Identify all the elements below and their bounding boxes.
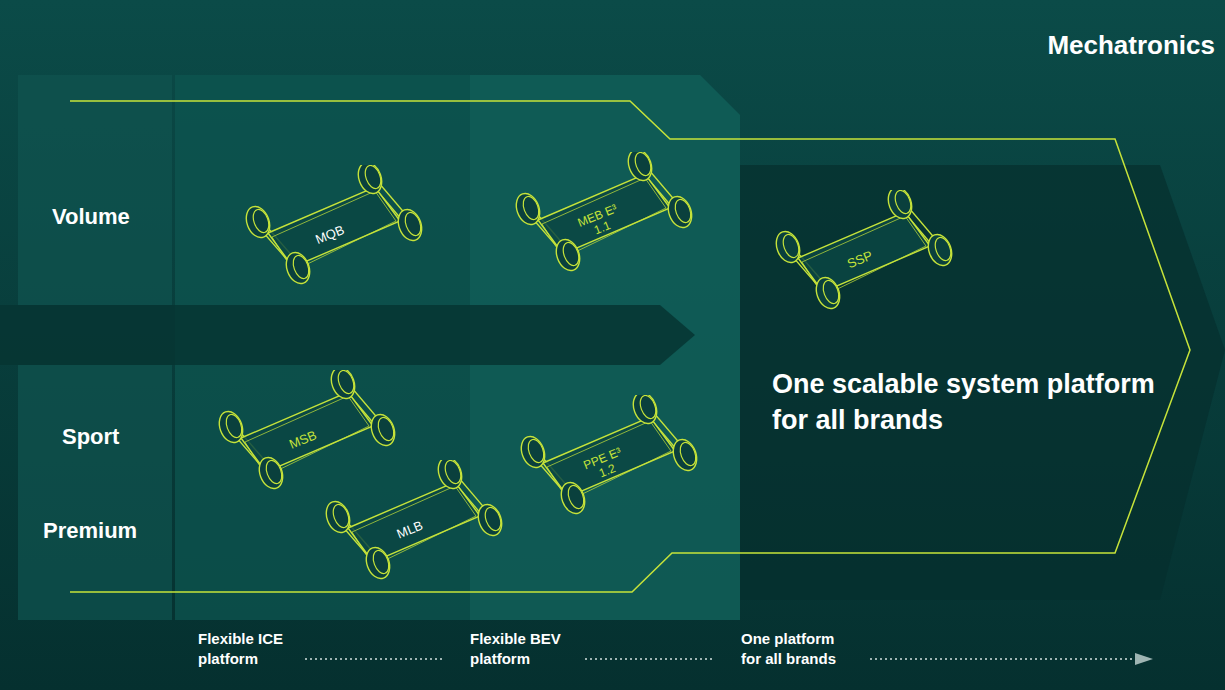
platform-statement: One scalable system platform for all bra… [772,366,1162,438]
diagram-title: Mechatronics [1047,30,1215,61]
platform-chassis: MEB E³ 1.1 [500,152,700,292]
platform-chassis: MSB [203,370,403,510]
timeline-label: One platform for all brands [741,629,841,669]
timeline-label: Flexible ICE platform [198,629,298,669]
row-label: Sport [62,424,119,450]
row-label: Volume [52,204,130,230]
platform-chassis: MLB [310,460,510,600]
platform-chassis: MQB [230,165,430,305]
row-label: Premium [43,518,137,544]
platform-chassis: SSP [760,190,960,330]
timeline-label: Flexible BEV platform [470,629,570,669]
platform-chassis: PPE E³ 1.2 [505,395,705,535]
